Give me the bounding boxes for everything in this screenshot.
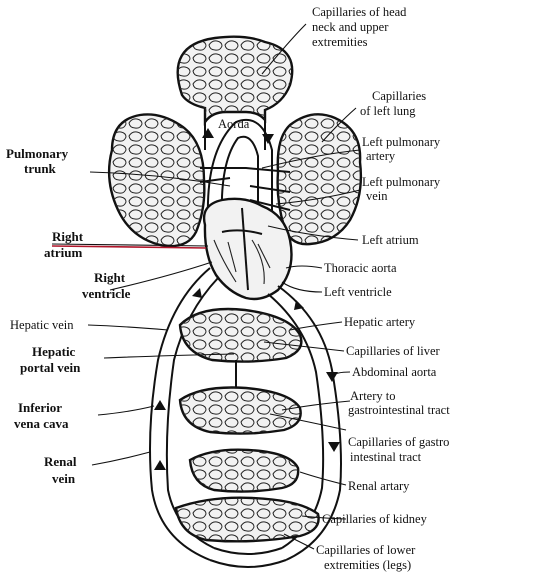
label-left-pulm-artery-line: Left pulmonary (362, 135, 441, 149)
label-artery-gi-line: gastrointestinal tract (348, 403, 450, 417)
label-right-atrium-line: atrium (44, 245, 82, 260)
label-ivc-line: vena cava (14, 416, 69, 431)
label-left-atrium: Left atrium (362, 233, 419, 247)
label-renal-artery: Renal artary (348, 479, 410, 493)
kidney-capillary-bed (190, 450, 298, 492)
label-cap-head-line: neck and upper (312, 20, 389, 34)
label-hepatic-artery: Hepatic artery (344, 315, 416, 329)
left-lung (278, 114, 361, 244)
label-pulmonary-trunk-line: trunk (24, 161, 57, 176)
label-cap-lower-line: extremities (legs) (324, 558, 411, 572)
label-cap-gi-line: Capillaries of gastro (348, 435, 449, 449)
label-left-pulm-vein-line: vein (366, 189, 388, 203)
label-renal-vein-line: Renal (44, 454, 77, 469)
label-left-pulm-artery-line: artery (366, 149, 396, 163)
label-cap-lower-line: Capillaries of lower (316, 543, 416, 557)
label-renal-vein-line: vein (52, 471, 76, 486)
label-cap-lung-line: Capillaries (372, 89, 426, 103)
lower-extremity-capillary-bed (176, 498, 319, 542)
label-cap-head-line: extremities (312, 35, 368, 49)
label-abdominal-aorta: Abdominal aorta (352, 365, 437, 379)
label-hepatic-portal-vein-line: portal vein (20, 360, 81, 375)
label-cap-lung-line: of left lung (360, 104, 416, 118)
label-pulmonary-trunk-line: Pulmonary (6, 146, 69, 161)
label-cap-kidney: Capillaries of kidney (322, 512, 428, 526)
label-right-ventricle-line: Right (94, 270, 126, 285)
label-hepatic-portal-vein-line: Hepatic (32, 344, 76, 359)
gi-capillary-bed (180, 388, 301, 434)
label-thoracic-aorta: Thoracic aorta (324, 261, 397, 275)
label-artery-gi-line: Artery to (350, 389, 395, 403)
label-right-atrium-line: Right (52, 229, 84, 244)
label-cap-liver: Capillaries of liver (346, 344, 441, 358)
label-hepatic-vein: Hepatic vein (10, 318, 74, 332)
label-left-pulm-vein-line: Left pulmonary (362, 175, 441, 189)
liver-capillary-bed (180, 309, 301, 392)
label-aorta: Aorda (218, 117, 250, 131)
label-cap-head-line: Capillaries of head (312, 5, 407, 19)
label-renal-vein: Renal vein (44, 454, 77, 486)
label-ivc-line: Inferior (18, 400, 62, 415)
label-right-ventricle-line: ventricle (82, 286, 131, 301)
label-cap-gi-line: intestinal tract (350, 450, 422, 464)
head-capillary-bed (178, 37, 293, 150)
label-left-ventricle: Left ventricle (324, 285, 392, 299)
heart (204, 199, 291, 299)
